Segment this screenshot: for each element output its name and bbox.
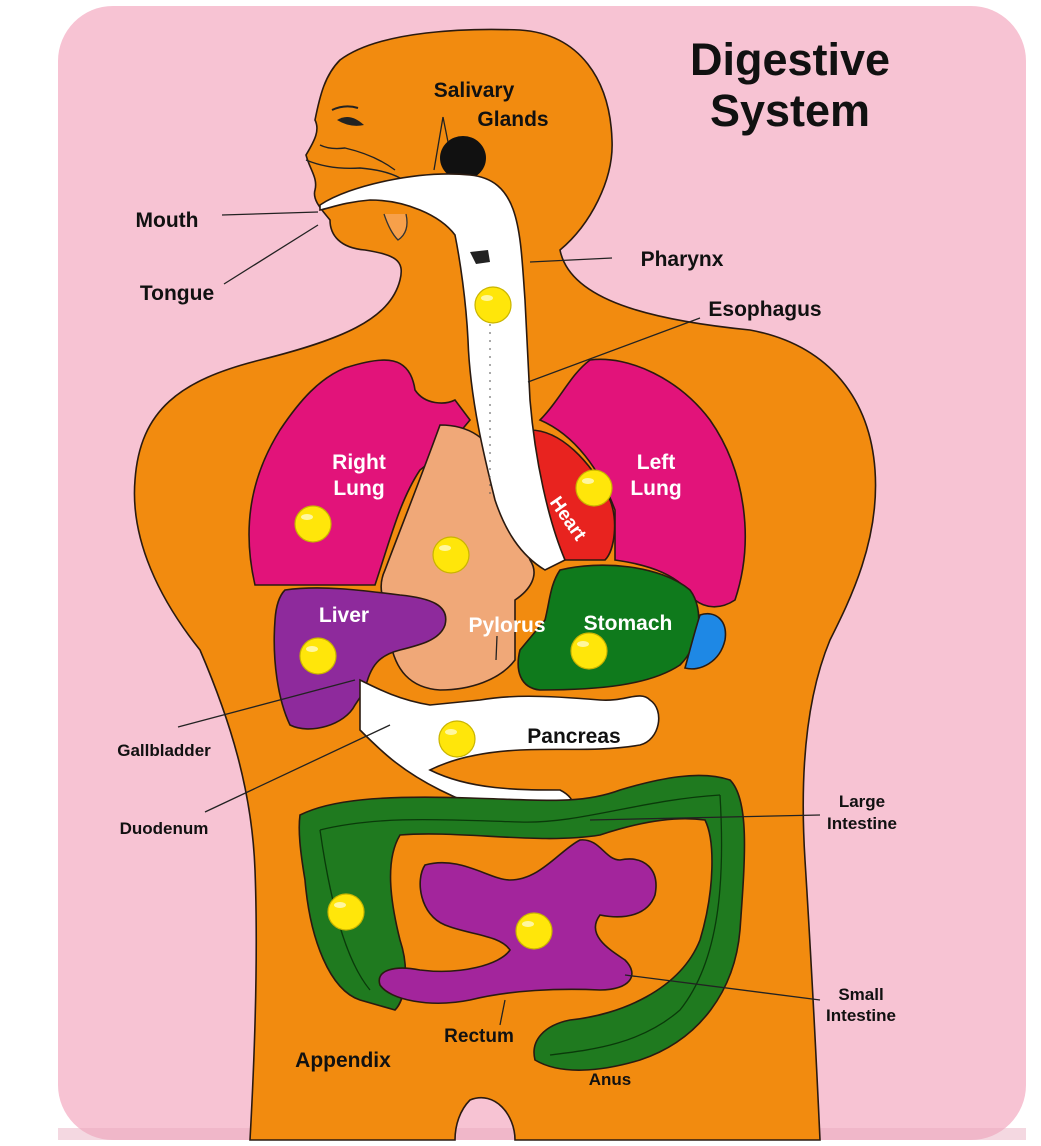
label-small-intestine-2: Intestine [826,1006,896,1025]
peg-knob-icon[interactable] [474,286,512,324]
label-pharynx: Pharynx [641,248,724,271]
peg-knob-icon[interactable] [515,912,553,950]
stomach-piece [517,564,700,691]
left-lung-piece [538,358,746,608]
label-duodenum: Duodenum [120,819,209,838]
label-salivary-glands-1: Salivary [434,79,515,102]
liver-piece [273,587,447,730]
label-pancreas: Pancreas [527,725,620,748]
label-esophagus: Esophagus [708,298,821,321]
peg-knob-icon[interactable] [294,505,332,543]
nose-lip-outline [319,144,396,171]
label-rectum: Rectum [444,1026,514,1047]
peg-knob-icon[interactable] [432,536,470,574]
label-small-intestine-1: Small [838,985,883,1004]
peg-knob-icon[interactable] [327,893,365,931]
label-salivary-glands-2: Glands [477,108,548,131]
title-line-2: System [710,85,870,136]
large-intestine-piece [298,774,746,1071]
label-liver: Liver [319,604,369,627]
salivary-gland-shape [440,136,486,180]
esophagus-piece [319,173,567,571]
leader-lines [177,116,821,1026]
label-right-lung-1: Right [332,451,386,474]
label-large-intestine-2: Intestine [827,814,897,833]
label-appendix: Appendix [295,1049,391,1072]
label-right-lung-2: Lung [333,477,384,500]
label-gallbladder: Gallbladder [117,741,211,760]
label-pylorus: Pylorus [468,614,545,637]
peg-knob-icon[interactable] [438,720,476,758]
small-intestine-piece [378,839,657,1004]
label-stomach: Stomach [584,612,673,635]
label-left-lung-2: Lung [630,477,681,500]
label-large-intestine-1: Large [839,792,885,811]
label-mouth: Mouth [136,209,199,232]
eye-icon [337,116,364,126]
label-left-lung-1: Left [637,451,676,474]
label-anus: Anus [589,1070,632,1089]
peg-knob-icon[interactable] [575,469,613,507]
title-line-1: Digestive [690,34,890,85]
blue-organ-piece [684,613,727,670]
peg-knob-icon[interactable] [299,637,337,675]
peg-knob-icon[interactable] [570,632,608,670]
label-tongue: Tongue [140,282,214,305]
